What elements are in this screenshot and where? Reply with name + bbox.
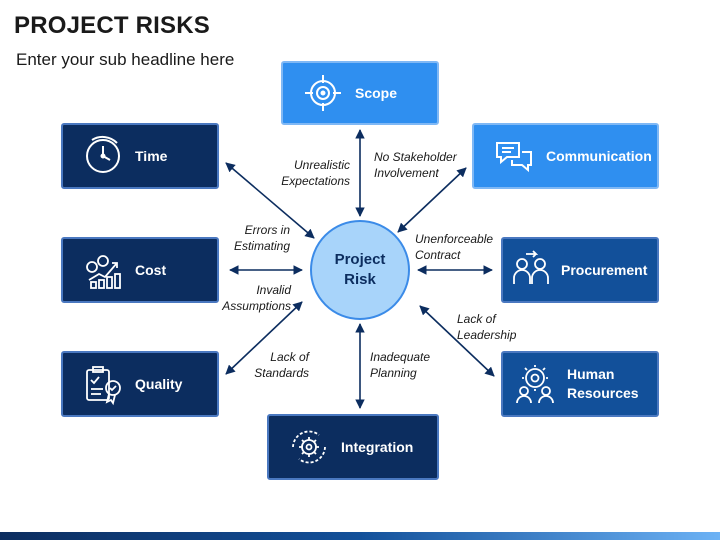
note-invalid-assumptions: Invalid Assumptions: [222, 283, 291, 313]
note-lack-of-leadership: Lack of Leadership: [457, 312, 517, 342]
human-resources-line2: Resources: [567, 385, 639, 401]
money-growth-icon: [81, 248, 125, 292]
quality-box: Quality: [61, 351, 219, 417]
note-errors-estimating: Errors in Estimating: [233, 223, 290, 253]
clock-icon: [81, 134, 125, 178]
quality-checklist-icon: [81, 362, 125, 406]
quality-label: Quality: [135, 375, 183, 392]
arrow-time: [225, 162, 315, 239]
center-line2: Risk: [344, 271, 376, 288]
communication-label: Communication: [546, 147, 652, 164]
time-label: Time: [135, 147, 168, 164]
page-subtitle: Enter your sub headline here: [16, 50, 235, 69]
page-title: PROJECT RISKS: [14, 12, 210, 39]
note-no-stakeholder: No Stakeholder Involvement: [374, 150, 457, 180]
note-inadequate-planning: Inadequate Planning: [370, 350, 431, 380]
integration-box: Integration: [267, 414, 439, 480]
time-box: Time: [61, 123, 219, 189]
cost-box: Cost: [61, 237, 219, 303]
gear-cycle-icon: [287, 425, 331, 469]
arrow-communication: [397, 167, 467, 233]
project-risk-center: Project Risk: [310, 220, 410, 320]
cost-label: Cost: [135, 261, 167, 278]
scope-box: Scope: [281, 61, 439, 125]
bottom-accent-bar: [0, 532, 720, 540]
human-resources-label: Human Resources: [567, 365, 639, 403]
note-lack-of-standards: Lack of Standards: [254, 350, 309, 380]
chat-bubbles-icon: [492, 134, 536, 178]
team-gear-icon: [513, 362, 557, 406]
arrow-quality: [225, 301, 303, 375]
human-resources-box: Human Resources: [501, 351, 659, 417]
note-unenforceable-contract: Unenforceable Contract: [415, 232, 494, 262]
arrow-human-resources: [419, 305, 495, 377]
procurement-box: Procurement: [501, 237, 659, 303]
note-unrealistic-expectations: Unrealistic Expectations: [281, 158, 350, 188]
center-line1: Project: [334, 251, 386, 268]
procurement-label: Procurement: [561, 261, 648, 278]
human-resources-line1: Human: [567, 366, 615, 382]
target-icon: [301, 71, 345, 115]
scope-label: Scope: [355, 84, 398, 101]
communication-box: Communication: [472, 123, 659, 189]
purchasing-people-icon: [509, 248, 553, 292]
integration-label: Integration: [341, 438, 414, 455]
